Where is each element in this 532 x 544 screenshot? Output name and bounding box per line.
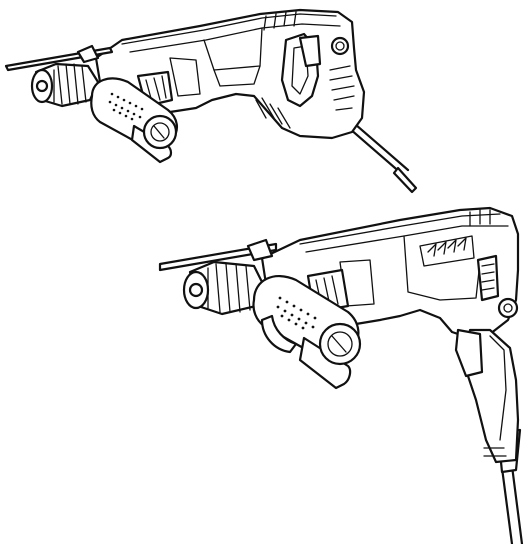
depth-rod-clamp-2	[246, 238, 274, 262]
handle-end-cap-2	[318, 322, 362, 366]
trigger-switch	[298, 34, 322, 68]
grip-texture-dots	[108, 92, 144, 121]
auxiliary-handle-2	[252, 275, 362, 390]
mode-selector-knob-2	[497, 297, 519, 319]
pistol-grip	[255, 32, 355, 129]
depth-rod-2	[158, 238, 278, 272]
handle-end-cap	[142, 114, 178, 150]
grip-texture-dots-2	[276, 296, 317, 330]
drill-horizontal-view	[4, 8, 418, 194]
trigger-switch-2	[454, 328, 484, 378]
pistol-grip-2	[454, 254, 520, 464]
cord-plug-end	[392, 166, 418, 194]
sds-chuck	[30, 62, 100, 108]
auxiliary-handle	[90, 77, 178, 164]
mode-selector-knob	[330, 36, 350, 56]
depth-rod-clamp	[76, 44, 100, 64]
sds-chuck-2	[182, 260, 266, 316]
depth-rod	[4, 44, 114, 72]
drill-angled-view	[158, 206, 524, 544]
